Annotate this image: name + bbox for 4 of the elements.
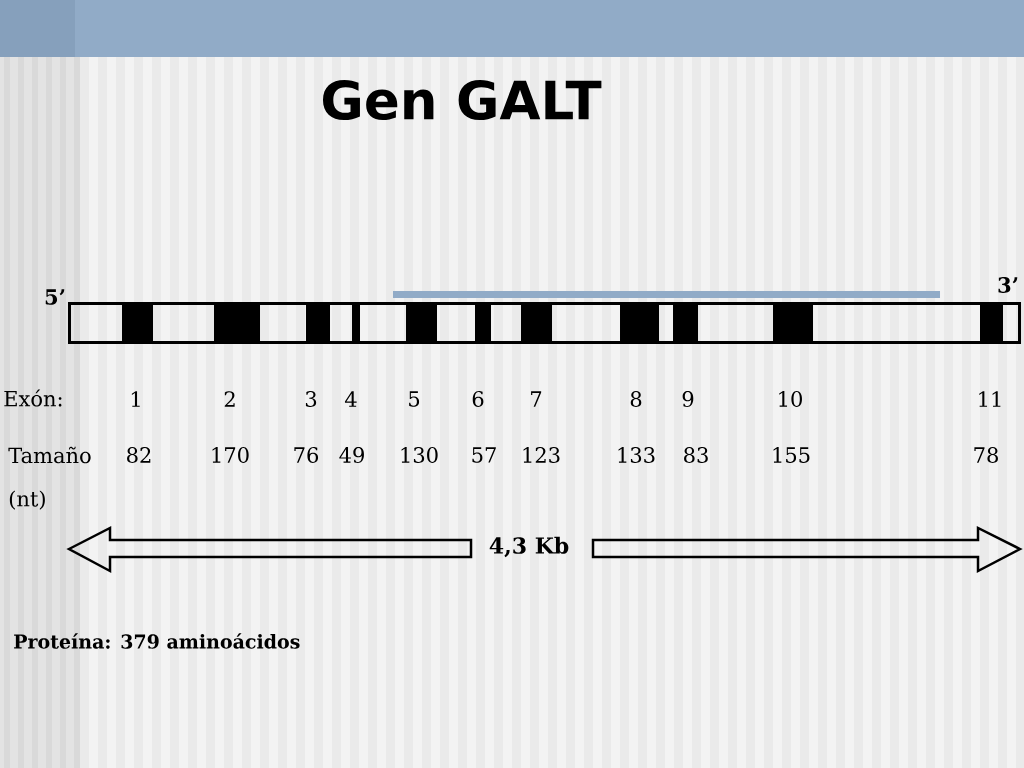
strand-label: 5’ [45,289,65,305]
row-label: (nt) [9,490,45,510]
row-label: Exón: [4,389,62,407]
row-label: Tamaño [8,446,91,464]
